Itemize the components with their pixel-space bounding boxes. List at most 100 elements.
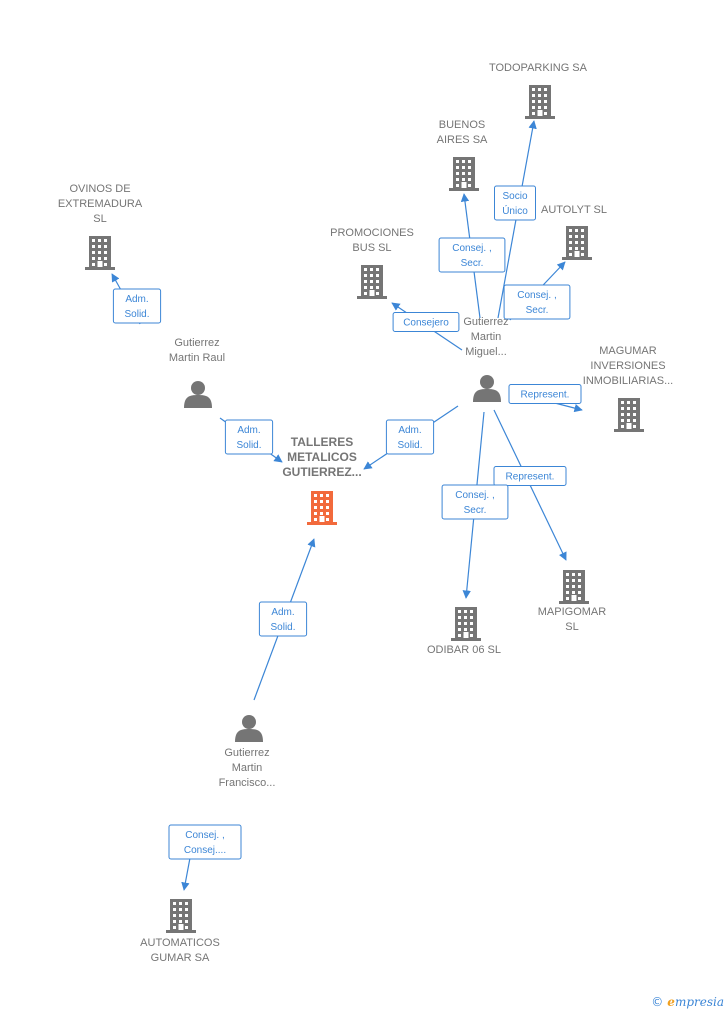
- node-label-line: Gutierrez: [463, 316, 508, 328]
- edge-label-text: Consejero: [403, 318, 449, 329]
- building-icon: [451, 607, 481, 641]
- node-label-line: Martin: [471, 331, 502, 343]
- node-label-line: TALLERES: [291, 435, 353, 449]
- company-node-todoparking[interactable]: TODOPARKING SA: [489, 62, 588, 119]
- brand-initial: e: [667, 995, 675, 1009]
- edge-label-text: Adm.: [271, 607, 294, 618]
- edge-label-text: Represent.: [521, 390, 570, 401]
- node-label-line: INMOBILIARIAS...: [583, 375, 673, 387]
- node-label-line: EXTREMADURA: [58, 198, 143, 210]
- node-label-line: SL: [565, 621, 578, 633]
- building-icon: [559, 570, 589, 604]
- building-icon: [449, 157, 479, 191]
- edge-label-miguel-mapigomar[interactable]: Represent.: [493, 466, 567, 486]
- edge-label-text: Consej....: [184, 845, 226, 856]
- node-label-line: AIRES SA: [437, 134, 488, 146]
- building-icon: [525, 85, 555, 119]
- edge-label-miguel-magumar[interactable]: Represent.: [508, 384, 582, 404]
- edge-label-text: Socio: [502, 191, 527, 202]
- edge-label-text: Solid.: [397, 440, 422, 451]
- edge-label-text: Secr.: [461, 258, 484, 269]
- edge-label-miguel-talleres[interactable]: Adm. Solid.: [385, 419, 435, 455]
- edge-label-box: [441, 484, 509, 520]
- node-label-line: Miguel...: [465, 346, 507, 358]
- node-label-line: Francisco...: [219, 777, 276, 789]
- edge-label-francisco-talleres[interactable]: Adm.Solid.: [258, 601, 308, 637]
- edge-label-box: [168, 824, 242, 860]
- building-icon: [357, 265, 387, 299]
- edge-label-text: Consej. ,: [185, 830, 224, 841]
- edge-label-text: Adm.: [125, 294, 148, 305]
- edge-label-miguel-odibar[interactable]: Consej. , Secr.: [441, 484, 509, 520]
- node-label-line: Martin Raul: [169, 352, 225, 364]
- company-node-mapigomar[interactable]: MAPIGOMAR SL: [538, 570, 607, 633]
- node-label: MAPIGOMAR SL: [538, 606, 607, 633]
- node-label-line: ODIBAR 06 SL: [427, 644, 501, 656]
- edge-label-box: [494, 185, 536, 221]
- node-label: TODOPARKING SA: [489, 62, 588, 74]
- node-label-line: MAPIGOMAR: [538, 606, 607, 618]
- edge-label-francisco-automaticos[interactable]: Consej. , Consej....: [168, 824, 242, 860]
- edge-label-miguel-promociones[interactable]: Consejero: [392, 312, 460, 332]
- edge-label-raul-ovinos[interactable]: Adm.Solid.: [112, 288, 162, 324]
- edge-label-text: Consej. ,: [455, 490, 494, 501]
- node-label-line: Gutierrez: [224, 747, 269, 759]
- company-node-autolyt[interactable]: AUTOLYT SL: [541, 204, 607, 260]
- building-icon: [562, 226, 592, 260]
- edge-label-text: Consej. ,: [452, 243, 491, 254]
- edge-label-miguel-buenos[interactable]: Consej. , Secr.: [438, 237, 506, 273]
- company-node-odibar[interactable]: ODIBAR 06 SL: [427, 607, 501, 656]
- building-icon: [85, 236, 115, 270]
- node-label-line: AUTOLYT SL: [541, 204, 607, 216]
- node-label-line: Martin: [232, 762, 263, 774]
- edge-label-box: [503, 284, 571, 320]
- edge-label-miguel-autolyt[interactable]: Consej. ,Secr.: [503, 284, 571, 320]
- copyright-symbol: ©: [651, 995, 664, 1009]
- node-label-line: MAGUMAR: [599, 345, 657, 357]
- edge-label-text: Adm.: [398, 425, 421, 436]
- edge-label-box: [258, 601, 308, 637]
- edge-label-text: Consej. ,: [517, 290, 556, 301]
- person-icon: [184, 381, 212, 408]
- empresia-logo: ©empresia: [651, 995, 724, 1009]
- edge-label-box: [493, 466, 567, 486]
- node-label-line: GUMAR SA: [151, 952, 210, 964]
- node-label-line: OVINOS DE: [69, 183, 130, 195]
- node-label: ODIBAR 06 SL: [427, 644, 501, 656]
- node-label-line: Gutierrez: [174, 337, 219, 349]
- edge-label-box: [392, 312, 460, 332]
- edge-label-box: [438, 237, 506, 273]
- brand-name: mpresia: [674, 995, 724, 1009]
- node-label-line: GUTIERREZ...: [282, 465, 361, 479]
- edge-label-text: Secr.: [464, 505, 487, 516]
- edge-label-box: [112, 288, 162, 324]
- person-icon: [473, 375, 501, 402]
- edge-label-raul-talleres[interactable]: Adm.Solid.: [224, 419, 274, 455]
- node-label-line: METALICOS: [287, 450, 357, 464]
- node-label-line: BUS SL: [352, 242, 391, 254]
- node-label-line: TODOPARKING SA: [489, 62, 588, 74]
- node-label: AUTOLYT SL: [541, 204, 607, 216]
- building-icon: [614, 398, 644, 432]
- edge-label-text: Único: [502, 204, 528, 217]
- building-icon: [166, 899, 196, 933]
